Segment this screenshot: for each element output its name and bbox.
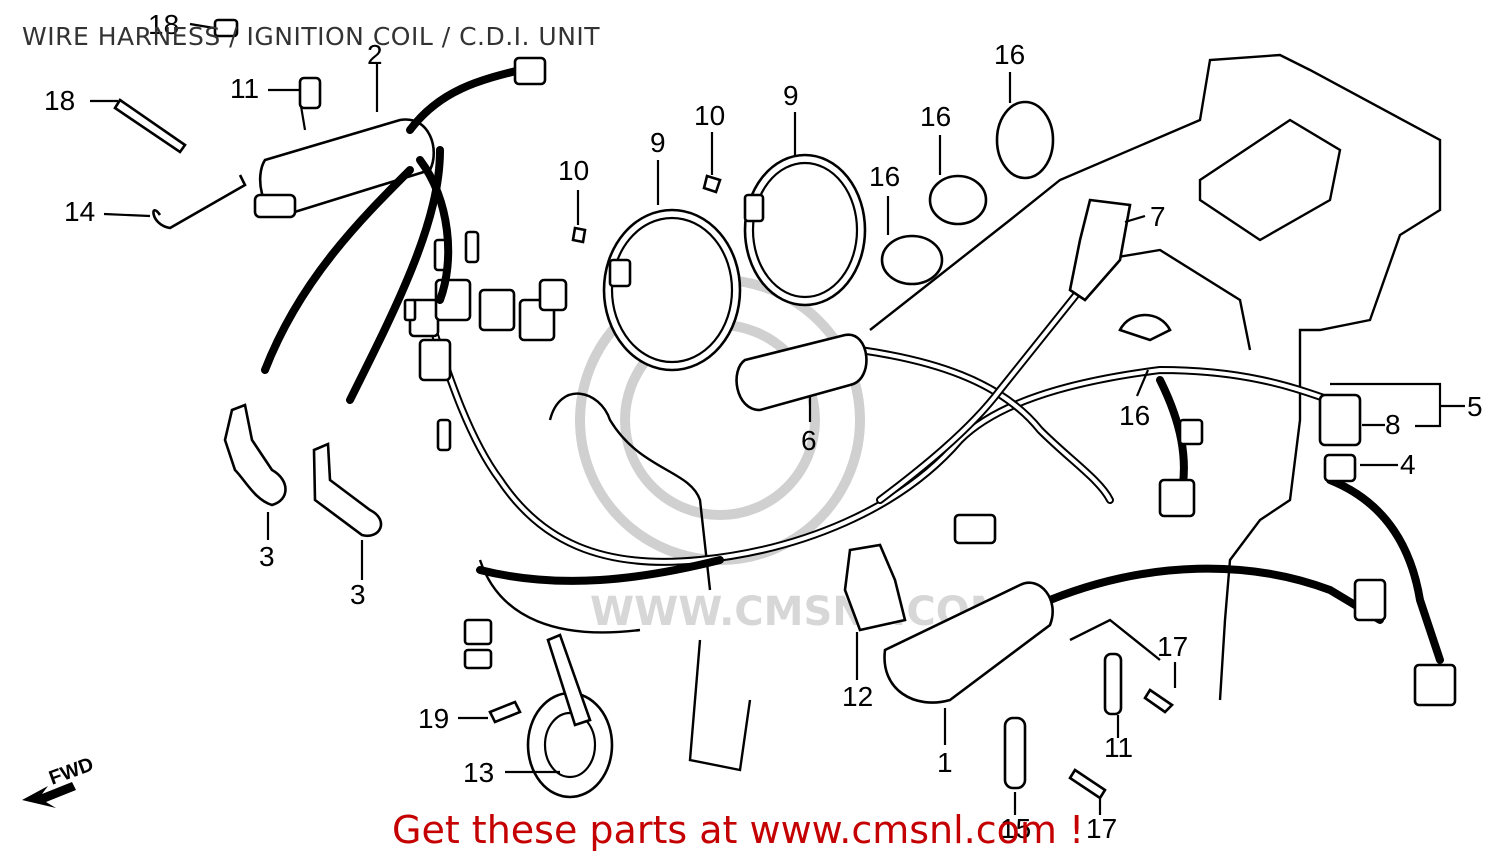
- callout-12: 12: [842, 681, 873, 712]
- band-9-right: [743, 153, 867, 307]
- callout-11b: 11: [1104, 732, 1133, 763]
- callout-7: 7: [1150, 201, 1166, 232]
- bracket-12: [843, 543, 907, 632]
- connector-7: [1068, 198, 1132, 302]
- callout-labels: 18 18 11 2 14 3 3 9 9 10 10 16 16 16 16 …: [44, 9, 1483, 844]
- callout-8: 8: [1385, 409, 1401, 440]
- screw-10: [571, 174, 722, 244]
- callout-16c: 16: [869, 161, 900, 192]
- callout-16a: 16: [994, 39, 1025, 70]
- callout-17b: 17: [1086, 813, 1117, 844]
- callout-18a: 18: [148, 9, 179, 40]
- callout-3b: 3: [350, 579, 366, 610]
- callout-11a: 11: [230, 73, 259, 104]
- plug-cap-right: [312, 442, 383, 538]
- clamp-11: [298, 76, 1123, 716]
- stay-15: [1003, 716, 1027, 790]
- callout-10b: 10: [694, 100, 725, 131]
- spring-14: [152, 174, 247, 230]
- part-4: [1323, 453, 1357, 483]
- callout-14: 14: [64, 196, 95, 227]
- diagram-title: WIRE HARNESS / IGNITION COIL / C.D.I. UN…: [22, 22, 601, 51]
- frame-outline: [869, 53, 1442, 701]
- relay-8: [1318, 393, 1362, 447]
- connectors-right: [463, 418, 1457, 707]
- lower-frame: [478, 392, 752, 772]
- unit-6: [735, 333, 868, 412]
- fwd-arrow: FWD: [22, 753, 97, 808]
- callout-9b: 9: [783, 80, 799, 111]
- callout-2: 2: [367, 39, 383, 70]
- bolt-18: [113, 18, 239, 154]
- cdi-unit: [883, 581, 1054, 704]
- callout-16b: 16: [920, 101, 951, 132]
- callout-18b: 18: [44, 85, 75, 116]
- band-9-left: [602, 208, 742, 372]
- callout-19: 19: [418, 703, 449, 734]
- footer-link[interactable]: Get these parts at www.cmsnl.com !: [392, 808, 1085, 852]
- callout-9a: 9: [650, 127, 666, 158]
- callout-13: 13: [463, 757, 494, 788]
- callout-6: 6: [801, 425, 817, 456]
- clip-16: [880, 100, 1172, 342]
- callout-16d: 16: [1119, 400, 1150, 431]
- wire-harness: [426, 236, 1444, 664]
- callout-1: 1: [937, 747, 953, 778]
- callout-10a: 10: [558, 155, 589, 186]
- callout-15: 15: [1000, 813, 1031, 844]
- callout-4: 4: [1400, 449, 1416, 480]
- plug-cap-left: [223, 403, 287, 507]
- callout-17a: 17: [1157, 631, 1188, 662]
- ignition-coil: [253, 56, 547, 404]
- callout-5: 5: [1467, 391, 1483, 422]
- connector-cluster: [403, 230, 568, 452]
- callout-3a: 3: [259, 541, 275, 572]
- leader-lines: [90, 22, 1465, 815]
- bolt-19: [488, 700, 522, 724]
